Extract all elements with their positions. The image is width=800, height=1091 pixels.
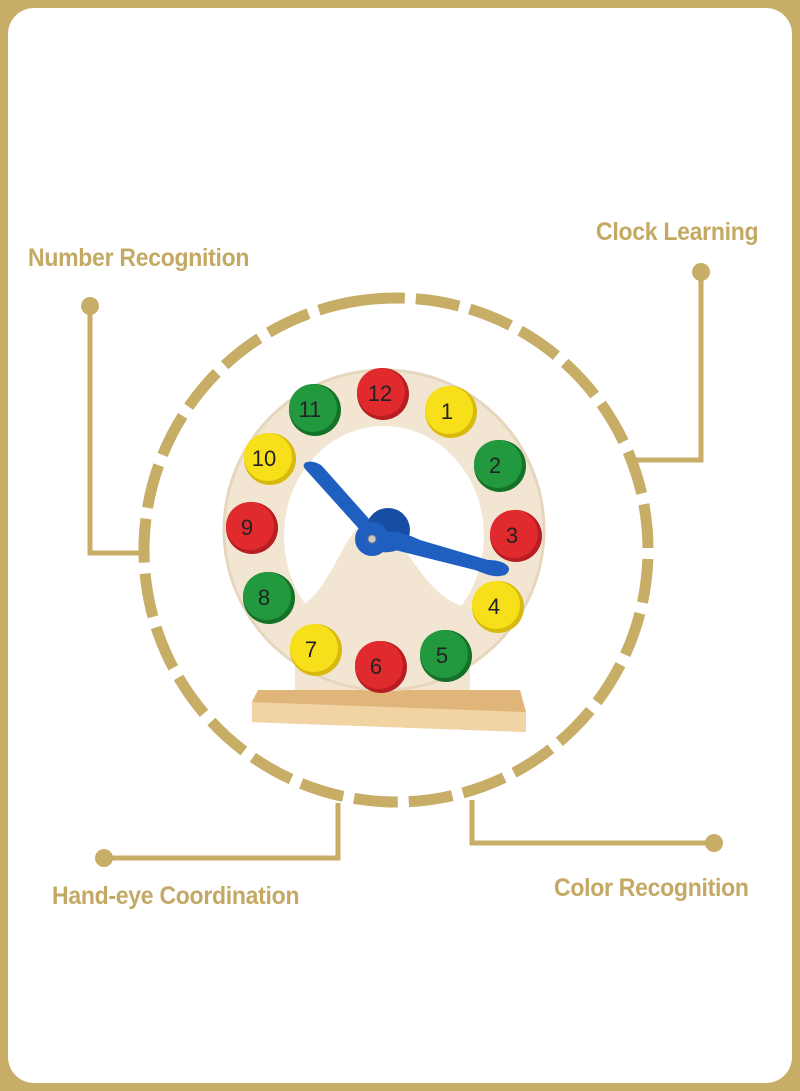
svg-text:1: 1 [441,399,453,424]
svg-text:7: 7 [305,637,317,662]
label-hand-eye-coordination: Hand-eye Coordination [52,882,300,910]
number-pegs: 12 1 2 3 4 5 6 7 8 9 10 11 [226,368,542,693]
clock-hands[interactable] [303,461,509,577]
peg-3: 3 [490,510,542,562]
connector-number-recognition [87,306,144,556]
hand-pivot-icon [367,534,377,544]
connector-dot-icon [692,263,710,281]
svg-text:5: 5 [436,643,448,668]
connector-dot-icon [81,297,99,315]
clock-base [252,690,526,732]
connector-dot-icon [95,849,113,867]
connector-clock-learning [636,272,704,463]
svg-text:3: 3 [506,523,518,548]
peg-12: 12 [357,368,409,420]
peg-2: 2 [474,440,526,492]
dashed-ring [138,292,654,808]
peg-8: 8 [243,572,295,624]
peg-5: 5 [420,630,472,682]
svg-text:6: 6 [370,654,382,679]
svg-text:9: 9 [241,515,253,540]
svg-text:8: 8 [258,585,270,610]
hour-hand [303,461,370,530]
peg-11: 11 [289,384,341,436]
peg-9: 9 [226,502,278,554]
peg-7: 7 [290,624,342,676]
svg-text:4: 4 [488,594,500,619]
connector-hand-eye [104,803,341,861]
svg-text:2: 2 [489,453,501,478]
peg-10: 10 [244,433,296,485]
peg-4: 4 [472,581,524,633]
label-number-recognition: Number Recognition [28,244,250,272]
connector-dot-icon [705,834,723,852]
connector-color-recognition [469,800,714,846]
peg-6: 6 [355,641,407,693]
svg-text:10: 10 [252,446,276,471]
label-color-recognition: Color Recognition [554,874,749,902]
peg-1: 1 [425,386,477,438]
minute-hand [372,531,509,577]
label-clock-learning: Clock Learning [596,218,759,246]
svg-text:11: 11 [299,397,322,422]
svg-text:12: 12 [368,381,392,406]
